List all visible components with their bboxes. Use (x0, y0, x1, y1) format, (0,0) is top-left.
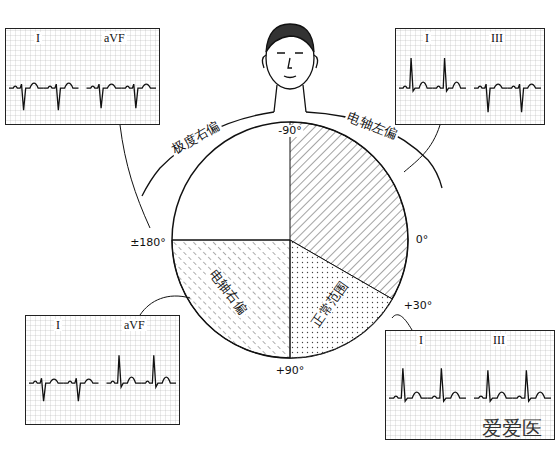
angle-label: +30° (402, 300, 435, 312)
ecg-panel: IaVF (25, 315, 180, 425)
ecg-trace (508, 84, 542, 112)
angle-label: 0° (414, 234, 431, 246)
ecg-grid (5, 28, 160, 125)
ecg-trace (9, 83, 44, 110)
left-shoulder (142, 112, 274, 196)
lead-name: III (491, 334, 507, 346)
lead-name: I (54, 319, 62, 331)
ecg-trace (64, 378, 99, 401)
ecg-trace (121, 84, 156, 108)
ecg-trace (513, 370, 552, 401)
ecg-trace (474, 84, 508, 112)
watermark: 爱爱医 (480, 417, 544, 439)
ecg-panel: IIII (395, 28, 545, 125)
ecg-trace (389, 368, 428, 401)
ecg-trace (474, 370, 513, 401)
ecg-trace (107, 355, 142, 387)
lead-name: aVF (102, 32, 127, 44)
lead-name: aVF (122, 319, 147, 331)
lead-name: III (489, 32, 505, 44)
region-label: 电轴左偏 (343, 109, 400, 143)
ecg-trace (44, 83, 79, 110)
angle-label: ±180° (128, 237, 168, 249)
ecg-trace (433, 58, 467, 91)
leader-lines (120, 125, 440, 330)
ecg-trace (87, 84, 122, 108)
angle-label: -90° (276, 125, 303, 137)
ecg-trace (399, 58, 433, 91)
angle-label: +90° (274, 365, 307, 377)
lead-name: I (417, 334, 425, 346)
ecg-trace (428, 368, 467, 401)
ecg-panel: IaVF (5, 28, 160, 125)
lead-name: I (34, 32, 42, 44)
ecg-trace (141, 355, 176, 387)
ecg-grid (25, 315, 180, 425)
ecg-grid (385, 330, 555, 440)
ecg-grid (395, 28, 545, 125)
lead-name: I (423, 32, 431, 44)
ecg-trace (29, 378, 64, 401)
axis-circle (172, 122, 408, 358)
